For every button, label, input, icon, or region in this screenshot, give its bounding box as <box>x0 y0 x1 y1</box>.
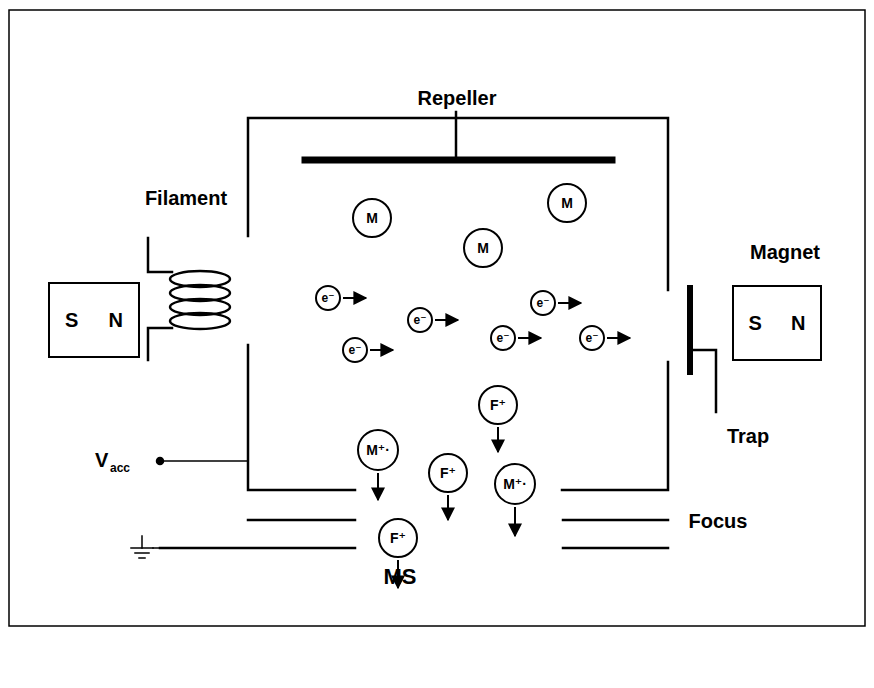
trap-wire <box>690 350 716 412</box>
motion-arrows <box>343 298 630 588</box>
node-text: M <box>477 241 489 255</box>
molecular-ion-circle: M⁺· <box>494 463 536 505</box>
filament-wire <box>148 238 172 272</box>
molecule-circle: M <box>463 228 503 268</box>
part-label: Magnet <box>750 242 820 262</box>
node-text: e⁻ <box>585 332 598 344</box>
node-text: M <box>366 211 378 225</box>
node-text: F⁺ <box>390 531 406 545</box>
electron-arrow <box>518 337 541 339</box>
ground-wire <box>153 547 160 549</box>
ground-stem <box>141 536 143 548</box>
magnet-box: SN <box>732 285 822 361</box>
molecule-circle: M <box>547 183 587 223</box>
node-text: M⁺· <box>366 443 390 457</box>
ion-arrow <box>377 473 379 500</box>
node-text: F⁺ <box>490 398 506 412</box>
node-text: e⁻ <box>321 292 334 304</box>
part-label: Repeller <box>418 88 497 108</box>
fragment-ion-circle: F⁺ <box>428 453 468 493</box>
electron-circle: e⁻ <box>315 285 341 311</box>
node-text: e⁻ <box>536 297 549 309</box>
node-text: F⁺ <box>440 466 456 480</box>
filament-wire <box>148 328 172 360</box>
repeller-stem <box>455 112 458 160</box>
node-text: S <box>65 310 78 330</box>
electron-arrow <box>558 302 581 304</box>
chamber-wall <box>562 362 668 490</box>
ion-arrow <box>497 427 499 452</box>
ground-plate <box>160 547 355 550</box>
node-text: M⁺· <box>503 477 527 491</box>
ground-bar <box>131 547 153 549</box>
focus-plate <box>248 519 355 522</box>
node-text: M <box>561 196 573 210</box>
signal-subscript: acc <box>110 462 130 474</box>
ground-plate <box>563 547 668 550</box>
molecular-ion-circle: M⁺· <box>357 429 399 471</box>
node-text: e⁻ <box>496 332 509 344</box>
focus-plate <box>563 519 668 522</box>
node-text: e⁻ <box>348 344 361 356</box>
magnet-box: SN <box>48 282 140 358</box>
part-label: Trap <box>727 426 769 446</box>
fragment-ion-circle: F⁺ <box>378 518 418 558</box>
part-label: Focus <box>689 511 748 531</box>
ground-bar <box>135 552 149 554</box>
vacc-wire <box>163 460 248 462</box>
electron-circle: e⁻ <box>579 325 605 351</box>
electron-circle: e⁻ <box>342 337 368 363</box>
filament-coil <box>170 313 230 329</box>
part-label: Filament <box>145 188 227 208</box>
ground-bar <box>139 557 145 559</box>
fragment-ion-circle: F⁺ <box>478 385 518 425</box>
electron-circle: e⁻ <box>407 307 433 333</box>
node-text: S <box>749 313 762 333</box>
chamber-wall <box>248 345 355 490</box>
node-text: e⁻ <box>413 314 426 326</box>
terminal-dot <box>157 458 163 464</box>
electron-arrow <box>370 349 393 351</box>
chamber-wall <box>248 118 668 290</box>
ion-arrow <box>447 495 449 520</box>
electron-circle: e⁻ <box>530 290 556 316</box>
signal-name: V <box>95 450 108 470</box>
electron-arrow <box>607 337 630 339</box>
electron-arrow <box>435 319 458 321</box>
ground-symbol <box>131 536 160 558</box>
node-text: N <box>791 313 805 333</box>
outer-frame <box>9 10 865 626</box>
electron-arrow <box>343 297 366 299</box>
repeller-plate <box>305 157 612 164</box>
molecule-circle: M <box>352 198 392 238</box>
electron-circle: e⁻ <box>490 325 516 351</box>
node-text: N <box>108 310 122 330</box>
part-label: MS <box>384 566 417 588</box>
ion-arrow <box>514 507 516 536</box>
trap-plate <box>687 288 693 372</box>
